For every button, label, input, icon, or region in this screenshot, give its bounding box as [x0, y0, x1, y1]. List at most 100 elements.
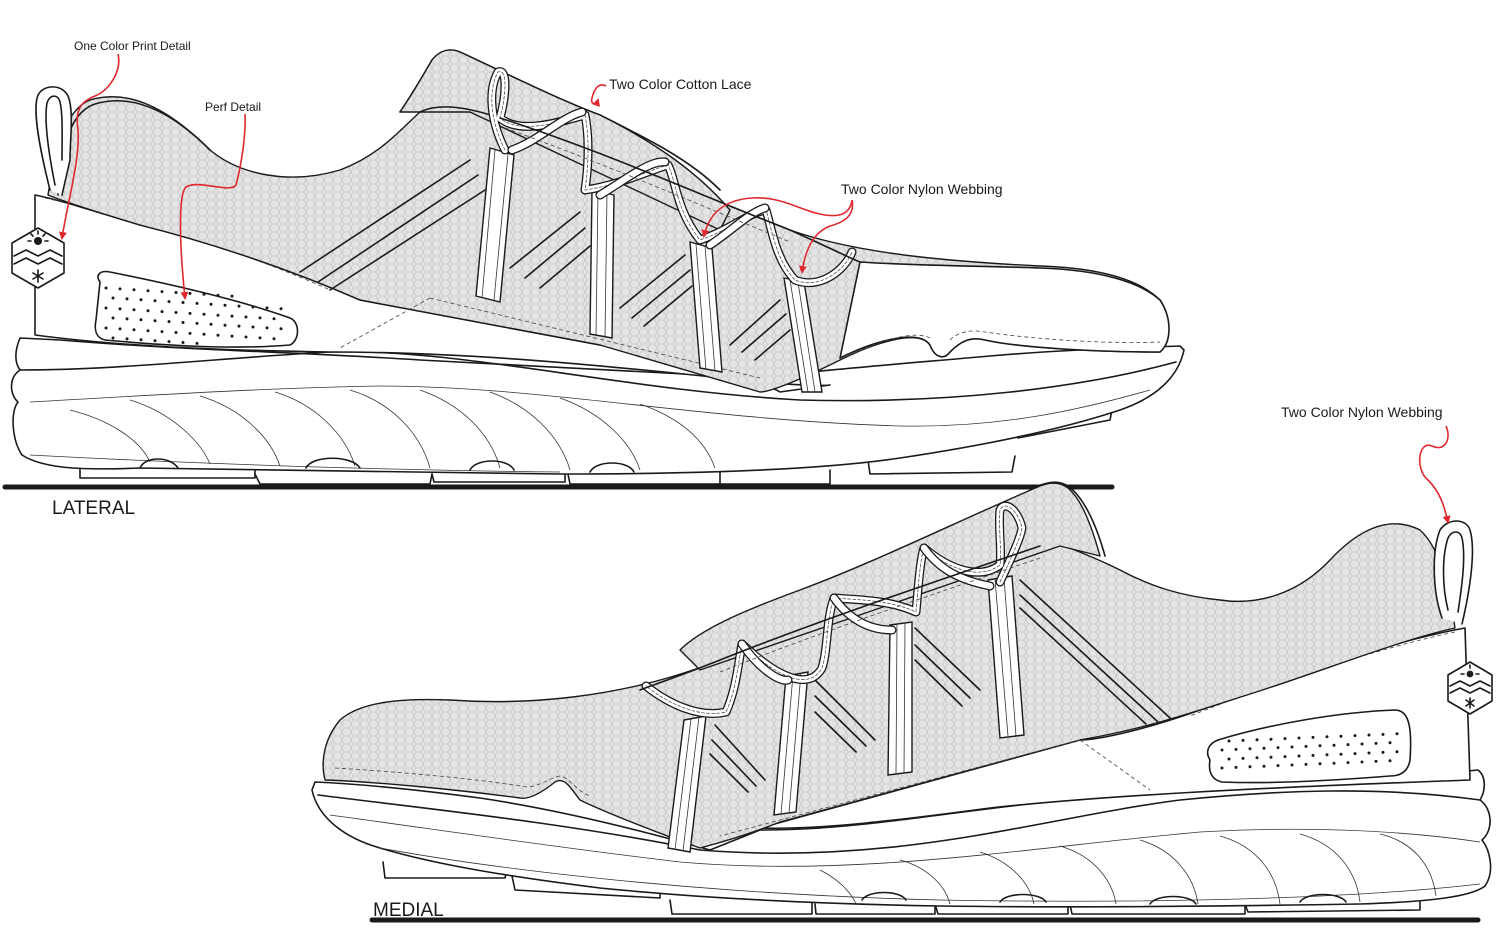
perf-hole [1248, 747, 1252, 751]
perf-hole [118, 307, 122, 311]
perf-hole [1318, 744, 1322, 748]
perf-hole [1297, 736, 1301, 740]
perf-hole [1388, 741, 1392, 745]
perf-hole [153, 299, 157, 303]
perf-hole [1374, 741, 1378, 745]
perf-hole [1339, 752, 1343, 756]
callout-line-webbing-2 [798, 199, 854, 274]
perf-hole [1248, 765, 1252, 769]
lateral-webbing-straps [475, 147, 823, 393]
perf-hole [1332, 743, 1336, 747]
perf-hole [265, 306, 269, 310]
perf-hole [1283, 755, 1287, 759]
perf-hole [1353, 734, 1357, 738]
perf-hole [195, 341, 199, 345]
perf-hole [216, 293, 220, 297]
perf-hole [1269, 737, 1273, 741]
perf-hole [181, 321, 185, 324]
medial-perf-panel [1206, 709, 1412, 784]
perf-hole [1220, 766, 1224, 770]
perf-hole [1290, 763, 1294, 767]
perf-hole [1381, 750, 1385, 754]
perf-hole [146, 329, 150, 333]
perf-hole [139, 318, 143, 322]
perf-hole [1360, 742, 1364, 746]
perf-hole [160, 310, 164, 314]
perf-hole [230, 294, 234, 298]
perf-hole [181, 301, 185, 304]
perf-hole [1276, 764, 1280, 768]
perf-hole [1311, 735, 1315, 739]
perf-hole [167, 320, 171, 324]
perf-hole [118, 287, 122, 291]
perf-hole [1388, 759, 1392, 763]
medial-heel-loop[interactable] [1433, 520, 1474, 625]
perf-hole [104, 286, 108, 290]
perf-hole [279, 307, 283, 311]
perf-hole [188, 291, 192, 295]
perf-hole [132, 288, 136, 292]
perf-hole [153, 339, 157, 343]
perf-hole [1276, 746, 1280, 750]
sun-snow-badge-icon [1447, 661, 1493, 715]
perf-hole [1311, 753, 1315, 757]
perf-hole [1360, 760, 1364, 764]
perf-hole [1346, 761, 1350, 765]
perf-hole [272, 337, 276, 341]
perf-hole [1262, 746, 1266, 750]
perf-hole [1234, 765, 1238, 769]
perf-hole [1255, 756, 1259, 760]
perf-hole [1262, 764, 1266, 768]
callout-line-webbing-medial [1419, 425, 1451, 524]
perf-hole [1234, 747, 1238, 751]
callout-cotton-lace: Two Color Cotton Lace [609, 76, 752, 92]
perf-hole [174, 291, 178, 294]
perf-hole [251, 305, 255, 309]
perf-hole [111, 316, 115, 320]
perf-hole [1318, 762, 1322, 766]
perf-hole [104, 326, 108, 330]
callout-line-print [58, 53, 120, 240]
perf-hole [146, 309, 150, 313]
perf-hole [202, 312, 206, 316]
medial-webbing-straps [667, 575, 1025, 853]
perf-hole [139, 298, 143, 302]
perf-hole [160, 330, 164, 334]
perf-hole [237, 324, 241, 328]
callout-one-color-print: One Color Print Detail [74, 39, 191, 53]
perf-hole [1332, 761, 1336, 765]
perf-hole [1395, 750, 1399, 754]
perf-hole [1297, 754, 1301, 758]
perf-hole [104, 306, 108, 310]
perf-hole [216, 333, 220, 337]
callout-perf-detail: Perf Detail [205, 100, 261, 114]
perf-hole [1346, 743, 1350, 747]
perf-hole [174, 331, 178, 334]
perf-hole [223, 323, 227, 327]
perf-hole [174, 311, 178, 314]
lateral-midsole [10, 337, 1185, 475]
sun-snow-badge-icon [11, 227, 65, 289]
perf-hole [1353, 752, 1357, 756]
perf-hole [237, 304, 241, 308]
perf-hole [1339, 734, 1343, 738]
perf-hole [1290, 745, 1294, 749]
perf-hole [146, 289, 150, 293]
perf-hole [265, 326, 269, 330]
perf-hole [132, 328, 136, 332]
lateral-heel-loop[interactable] [35, 86, 73, 196]
perf-hole [1374, 759, 1378, 763]
perf-hole [223, 303, 227, 307]
perf-hole [1304, 762, 1308, 766]
perf-hole [244, 335, 248, 339]
perf-hole [1325, 735, 1329, 739]
perf-hole [258, 316, 262, 320]
perf-hole [258, 336, 262, 340]
perf-hole [272, 317, 276, 321]
perf-hole [181, 341, 185, 344]
perf-hole [132, 308, 136, 312]
lateral-perf-panel [94, 270, 299, 348]
callouts [58, 53, 1451, 524]
view-label-lateral: LATERAL [52, 498, 135, 519]
